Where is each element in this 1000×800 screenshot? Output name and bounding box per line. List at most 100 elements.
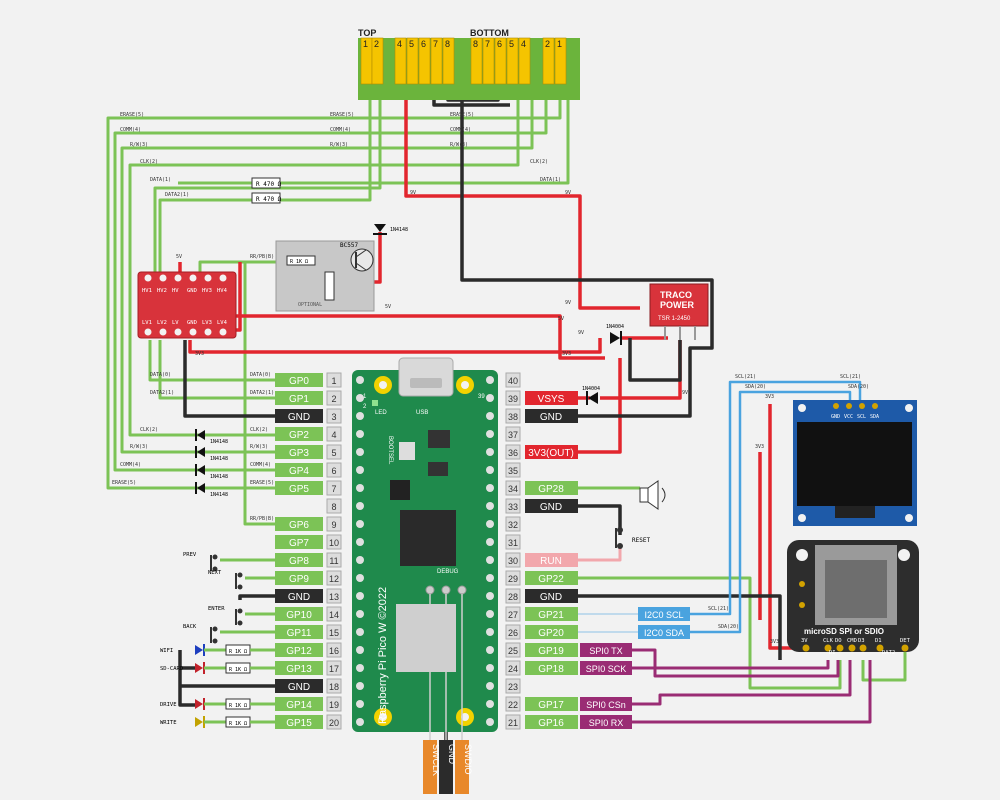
connector-bottom-label: BOTTOM [470, 28, 509, 38]
wire-label: 3V3 [562, 351, 571, 357]
pico-pin-number: 28 [508, 592, 518, 602]
pico-pin-number: 5 [331, 448, 336, 458]
button-prev[interactable]: PREV [183, 552, 218, 572]
connector-pin-number: 7 [485, 39, 490, 49]
pin-tag [275, 715, 323, 729]
wire-label: 5V [558, 316, 564, 322]
led-resistor-label: R 1K Ω [229, 703, 247, 709]
power-diode-2-label: 1N4004 [582, 386, 600, 392]
wire-label: R/W(3) [450, 142, 468, 148]
connector-pin-number: 7 [433, 39, 438, 49]
pin-tag-label: GP18 [538, 664, 564, 675]
pico-pin-square [505, 516, 521, 532]
reset-label: RESET [632, 537, 650, 544]
pico-pin-number: 34 [508, 484, 518, 494]
pico-pin-square [505, 444, 521, 460]
wire-label: DATA(0) [250, 372, 271, 378]
pico-pin-square [505, 696, 521, 712]
pin-tag-label: GP14 [286, 700, 312, 711]
pin-tag [275, 481, 323, 495]
resistor-data: R 470 Ω R 470 Ω [251, 177, 282, 204]
pin-tag [525, 715, 578, 729]
function-tag [580, 643, 632, 657]
wire-label: DATA2(1) [250, 390, 274, 396]
wire-label: SDA(20) [848, 384, 869, 390]
pico-pin-number: 27 [508, 610, 518, 620]
sd-pin-label: D1 [875, 638, 882, 644]
function-tag [638, 625, 690, 639]
pin-tag [275, 427, 323, 441]
pico-pin-number: 33 [508, 502, 518, 512]
connector-pin [418, 37, 431, 85]
pico-pin-number: 35 [508, 466, 518, 476]
pico-pin-number: 36 [508, 448, 518, 458]
button-back[interactable]: BACK [183, 624, 218, 644]
pico-pin-square [505, 570, 521, 586]
pico-pin-square [326, 642, 342, 658]
pin-tag-label: RUN [540, 556, 562, 567]
optional-label: OPTIONAL [298, 302, 322, 308]
wire-label: 9V [565, 300, 571, 306]
shifter-top-pin: HV4 [217, 288, 228, 294]
pico-pin-number: 38 [508, 412, 518, 422]
wire-label: RR/PB(B) [250, 254, 274, 260]
sd-pin-label: CLK [823, 638, 834, 644]
sd-title: microSD SPI or SDIO [804, 627, 884, 636]
connector-pin-number: 8 [473, 39, 478, 49]
function-tag [580, 715, 632, 729]
connector-pin-number: 6 [421, 39, 426, 49]
pico-pin-number: 29 [508, 574, 518, 584]
led-sd-card: R 1K ΩSD-CARD [160, 662, 275, 674]
shifter-top-pin: GND [187, 288, 197, 294]
shifter-bottom-pin: GND [187, 320, 197, 326]
shifter-bottom-pin: LV4 [217, 320, 228, 326]
pin-tag [275, 589, 323, 603]
pico-pin-number: 9 [331, 520, 336, 530]
pin-tag [525, 607, 578, 621]
wire-label: COMM(4) [450, 127, 471, 133]
pico-pin-number: 12 [329, 574, 339, 584]
shifter-bottom-pin: LV1 [142, 320, 152, 326]
pico-pin-number: 26 [508, 628, 518, 638]
button-next[interactable]: NEXT [208, 570, 243, 590]
pico-pin-square [326, 570, 342, 586]
wire-label: 3V3 [765, 394, 774, 400]
sd-pin-label: DO [835, 638, 842, 644]
led-resistor-label: R 1K Ω [229, 721, 247, 727]
connector-pin-number: 8 [445, 39, 450, 49]
led-resistor-label: R 1K Ω [229, 667, 247, 673]
pico-pin-number: 3 [331, 412, 336, 422]
pico-pin-number: 11 [329, 556, 338, 566]
wifi-module [396, 604, 456, 672]
bootsel-label: BOOTSEL [387, 436, 393, 465]
pin-tag [275, 535, 323, 549]
shifter-top-pin: HV [172, 288, 179, 294]
wire-label: SCL(21) [840, 374, 861, 380]
pico-pin-square [505, 462, 521, 478]
function-tag-label: SPI0 CSn [586, 700, 626, 710]
wire-label: CLK(2) [250, 427, 268, 433]
wire-label: ERASE(5) [250, 480, 274, 486]
pin-tag-label: GP1 [289, 394, 309, 405]
pin-tag-label: GP21 [538, 610, 564, 621]
pin-tag [275, 409, 323, 423]
pico-pin-square [326, 426, 342, 442]
pin-tag-label: 3V3(OUT) [528, 448, 574, 459]
sd-pin-sub-label: DAT2 [882, 650, 895, 656]
wire-label: DATA2(1) [150, 390, 174, 396]
pin-tag [525, 481, 578, 495]
pin-tag [275, 553, 323, 567]
pin-tag-label: GND [540, 412, 562, 423]
wire-label: SCL(21) [735, 374, 756, 380]
pin-tag-label: GP12 [286, 646, 312, 657]
pin-tag-label: GP8 [289, 556, 309, 567]
pin-tag [275, 463, 323, 477]
button-enter[interactable]: ENTER [208, 606, 243, 626]
reset-button[interactable]: RESET [615, 527, 650, 549]
sd-pin-label: DET [900, 638, 911, 644]
pin-tag-label: VSYS [538, 394, 565, 405]
